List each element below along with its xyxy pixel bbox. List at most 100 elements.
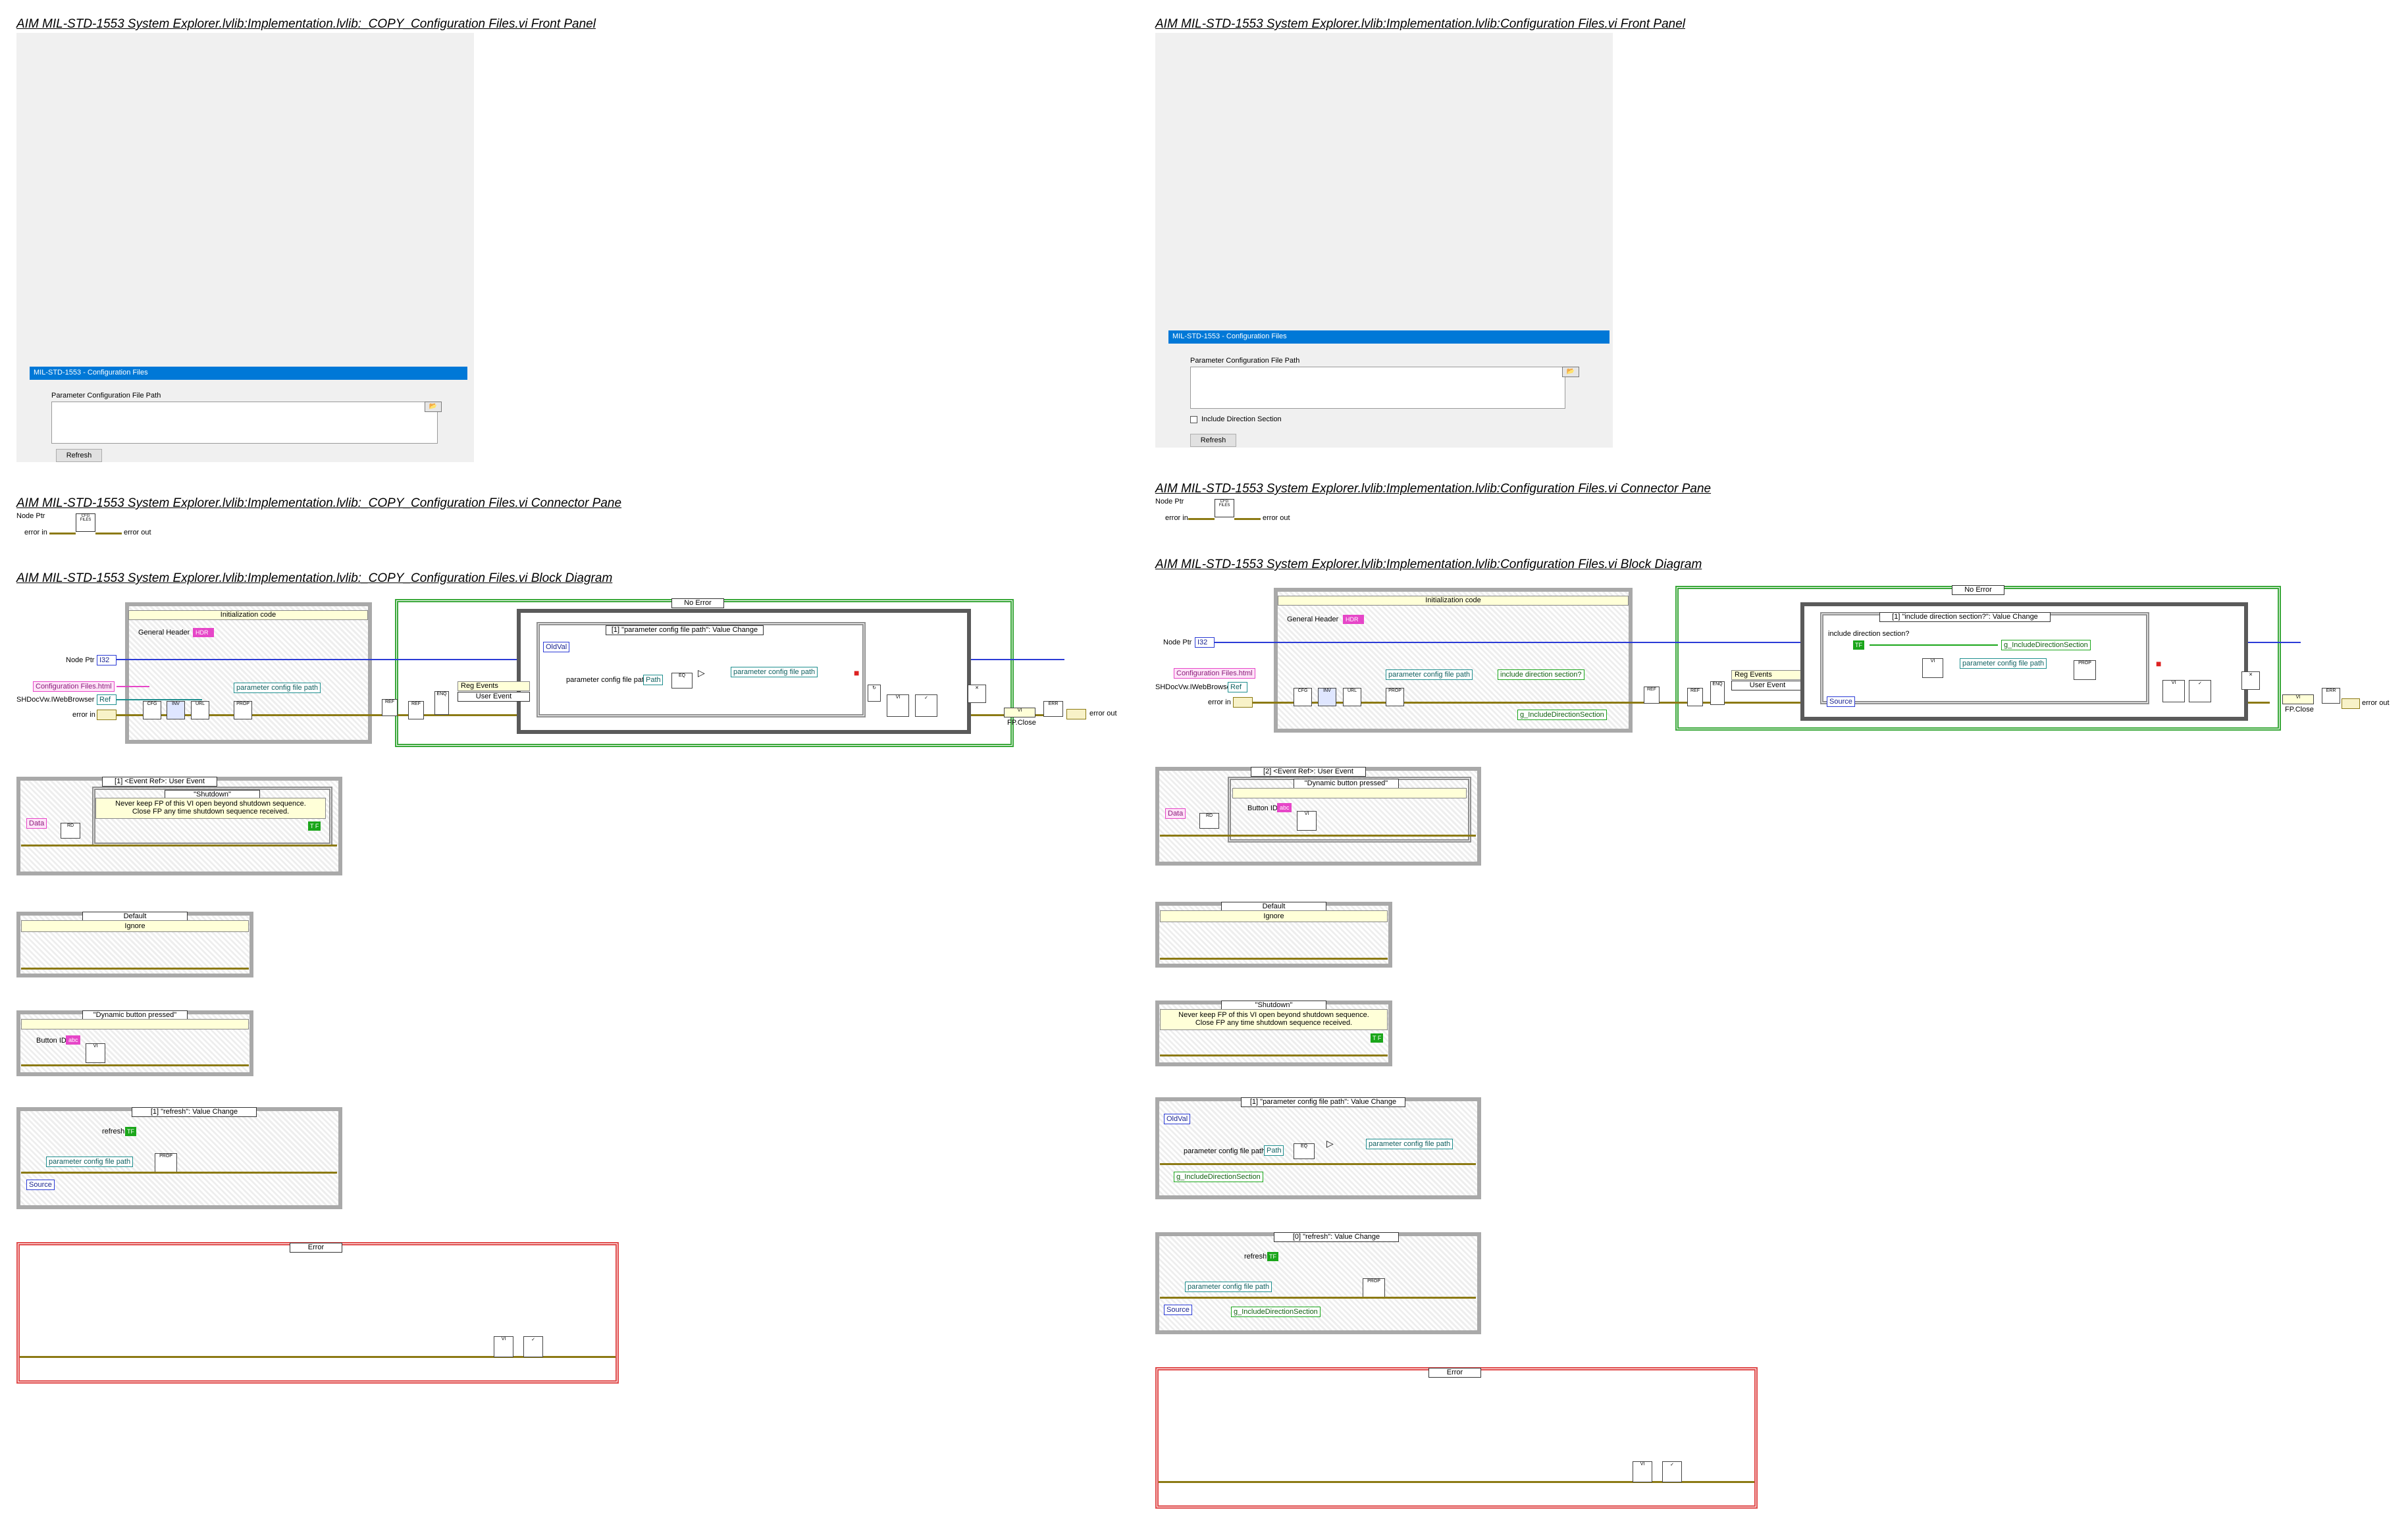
right-init-label: Initialization code	[1278, 596, 1629, 606]
right-user-event-case-selector[interactable]: [2] <Event Ref>: User Event	[1251, 767, 1366, 777]
right-param-config-term[interactable]: Path	[1264, 1145, 1284, 1156]
right-shutdown-error-wire	[1160, 1054, 1388, 1056]
right-refresh-terminal[interactable]: TF	[1267, 1252, 1278, 1261]
left-str-wire	[117, 686, 149, 687]
left-error-selector[interactable]: Error	[290, 1243, 342, 1253]
right-refresh-source: Source	[1164, 1305, 1192, 1315]
left-register-node: ↻	[868, 685, 881, 702]
left-post-init-node: REF	[382, 699, 398, 716]
right-dynamic-selector[interactable]: "Dynamic button pressed"	[1294, 779, 1399, 789]
left-refresh-param-path: parameter config file path	[46, 1157, 134, 1167]
right-error-selector[interactable]: Error	[1428, 1368, 1481, 1378]
left-refresh-terminal[interactable]: TF	[125, 1127, 136, 1136]
right-reg-events: Reg Events	[1731, 670, 1804, 680]
left-button-id-term: abc	[66, 1035, 80, 1045]
left-init-node-1: CFG	[143, 701, 161, 719]
left-general-header-const: HDR	[193, 628, 214, 637]
left-event-selector[interactable]: [1] "parameter config file path": Value …	[606, 625, 764, 635]
right-include-direction-label: include direction section?	[1828, 630, 1910, 638]
left-true-const: T F	[308, 821, 321, 831]
right-default-error-wire	[1160, 958, 1388, 960]
left-reg-events-label: Reg Events	[461, 682, 498, 690]
folder-browse-icon[interactable]: 📂	[425, 402, 442, 412]
right-front-panel-title: AIM MIL-STD-1553 System Explorer.lvlib:I…	[1155, 17, 1685, 31]
right-post-init-node: REF	[1644, 687, 1660, 704]
left-main-diagram: No Error Initialization code General Hea…	[16, 596, 1136, 754]
left-param-path-event-local: parameter config file path	[731, 667, 818, 677]
left-refresh-node: PROP	[155, 1153, 177, 1173]
left-cp-error-out-wire	[95, 533, 122, 534]
right-init-node-4: PROP	[1386, 688, 1404, 706]
right-include-direction-local: include direction section?	[1498, 669, 1584, 680]
right-fp-close-node: VI	[2282, 694, 2314, 704]
right-param-config-label: parameter config file path	[1184, 1147, 1266, 1155]
left-event-structure	[537, 622, 866, 717]
left-fp-path-input[interactable]	[51, 402, 438, 444]
left-param-config-term[interactable]: Path	[643, 675, 663, 685]
left-reg-node: REF	[408, 701, 424, 719]
left-user-event-case-selector[interactable]: [1] <Event Ref>: User Event	[102, 777, 217, 787]
left-error-node-b: ✓	[523, 1336, 543, 1357]
right-error-in-label: error in	[1208, 698, 1231, 706]
right-shutdown-comment-2: Close FP any time shutdown sequence rece…	[1195, 1019, 1353, 1027]
left-dynamic-header	[21, 1019, 249, 1029]
right-event-vi-node: VI	[1922, 658, 1943, 678]
right-no-error-selector[interactable]: No Error	[1952, 585, 2004, 595]
right-shutdown-selector[interactable]: "Shutdown"	[1221, 1001, 1326, 1010]
right-refresh-label: refresh	[1244, 1253, 1267, 1261]
left-error-case	[16, 1242, 619, 1384]
right-param-change-selector[interactable]: [1] "parameter config file path": Value …	[1241, 1097, 1405, 1107]
right-folder-browse-icon[interactable]: 📂	[1562, 367, 1579, 377]
right-button-id-label: Button ID	[1247, 804, 1278, 812]
left-error-out-label: error out	[1089, 710, 1117, 717]
left-shutdown-comment-1: Never keep FP of this VI open beyond shu…	[115, 800, 306, 808]
left-data-terminal: Data	[26, 818, 47, 829]
left-cp-error-in: error in	[24, 529, 47, 536]
right-init-node-1: CFG	[1294, 688, 1312, 706]
right-param-path-local: parameter config file path	[1386, 669, 1473, 680]
right-node-ptr-label: Node Ptr	[1163, 638, 1192, 646]
right-param-change-error-wire	[1160, 1163, 1476, 1165]
right-oldval-terminal: OldVal	[1164, 1114, 1191, 1124]
right-include-direction-checkbox[interactable]	[1190, 416, 1197, 423]
right-include-direction-terminal[interactable]: TF	[1853, 640, 1864, 650]
left-dynamic-selector[interactable]: "Dynamic button pressed"	[82, 1010, 188, 1020]
compare-icon: ▷	[698, 667, 705, 678]
left-refresh-error-wire	[21, 1172, 337, 1174]
left-refresh-button[interactable]: Refresh	[56, 449, 102, 462]
right-refresh-button[interactable]: Refresh	[1190, 434, 1236, 447]
right-event-selector[interactable]: [1] "include direction section?": Value …	[1879, 612, 2051, 622]
left-vi-node-a: VI	[887, 694, 909, 717]
left-node-ptr-terminal[interactable]: I32	[97, 655, 117, 665]
right-fp-path-input[interactable]	[1190, 367, 1565, 409]
right-error-node-a: VI	[1633, 1461, 1652, 1482]
right-user-event-selector[interactable]: User Event	[1731, 681, 1804, 690]
right-cp-error-out-wire	[1234, 518, 1261, 520]
left-fp-close: FP.Close	[1007, 719, 1036, 727]
right-node-ptr-terminal[interactable]: I32	[1195, 637, 1215, 648]
right-compare-icon: ▷	[1326, 1138, 1334, 1149]
right-error-out-label: error out	[2362, 699, 2390, 707]
right-refresh-selector[interactable]: [0] "refresh": Value Change	[1274, 1232, 1399, 1242]
left-init-label: Initialization code	[128, 610, 368, 620]
right-true-const: T F	[1371, 1033, 1384, 1043]
left-init-case	[125, 602, 372, 744]
left-front-panel: MIL-STD-1553 - Configuration Files Param…	[16, 33, 474, 462]
left-user-event-selector[interactable]: User Event	[458, 692, 530, 702]
left-shdocvw-terminal[interactable]: Ref	[97, 694, 117, 705]
left-error-in-terminal[interactable]	[97, 710, 117, 720]
left-shutdown-selector[interactable]: "Shutdown"	[165, 790, 260, 800]
left-cp-error-out: error out	[124, 529, 151, 536]
left-vi-node-b: ✓	[915, 694, 937, 717]
right-g-include-global: g_IncludeDirectionSection	[1517, 710, 1607, 720]
left-fp-path-label: Parameter Configuration File Path	[51, 392, 161, 400]
left-no-error-selector[interactable]: No Error	[671, 598, 724, 608]
right-error-in-terminal[interactable]	[1233, 697, 1253, 708]
right-cp-vi-icon: CFG FILES	[1215, 499, 1234, 517]
right-front-panel: MIL-STD-1553 - Configuration Files Param…	[1155, 33, 1613, 448]
right-g-include-inner: g_IncludeDirectionSection	[2001, 640, 2091, 650]
right-bool-wire	[1870, 644, 1998, 646]
right-shdocvw-terminal[interactable]: Ref	[1228, 682, 1247, 692]
right-user-event-error-wire	[1160, 835, 1476, 837]
left-refresh-selector[interactable]: [1] "refresh": Value Change	[132, 1107, 257, 1117]
